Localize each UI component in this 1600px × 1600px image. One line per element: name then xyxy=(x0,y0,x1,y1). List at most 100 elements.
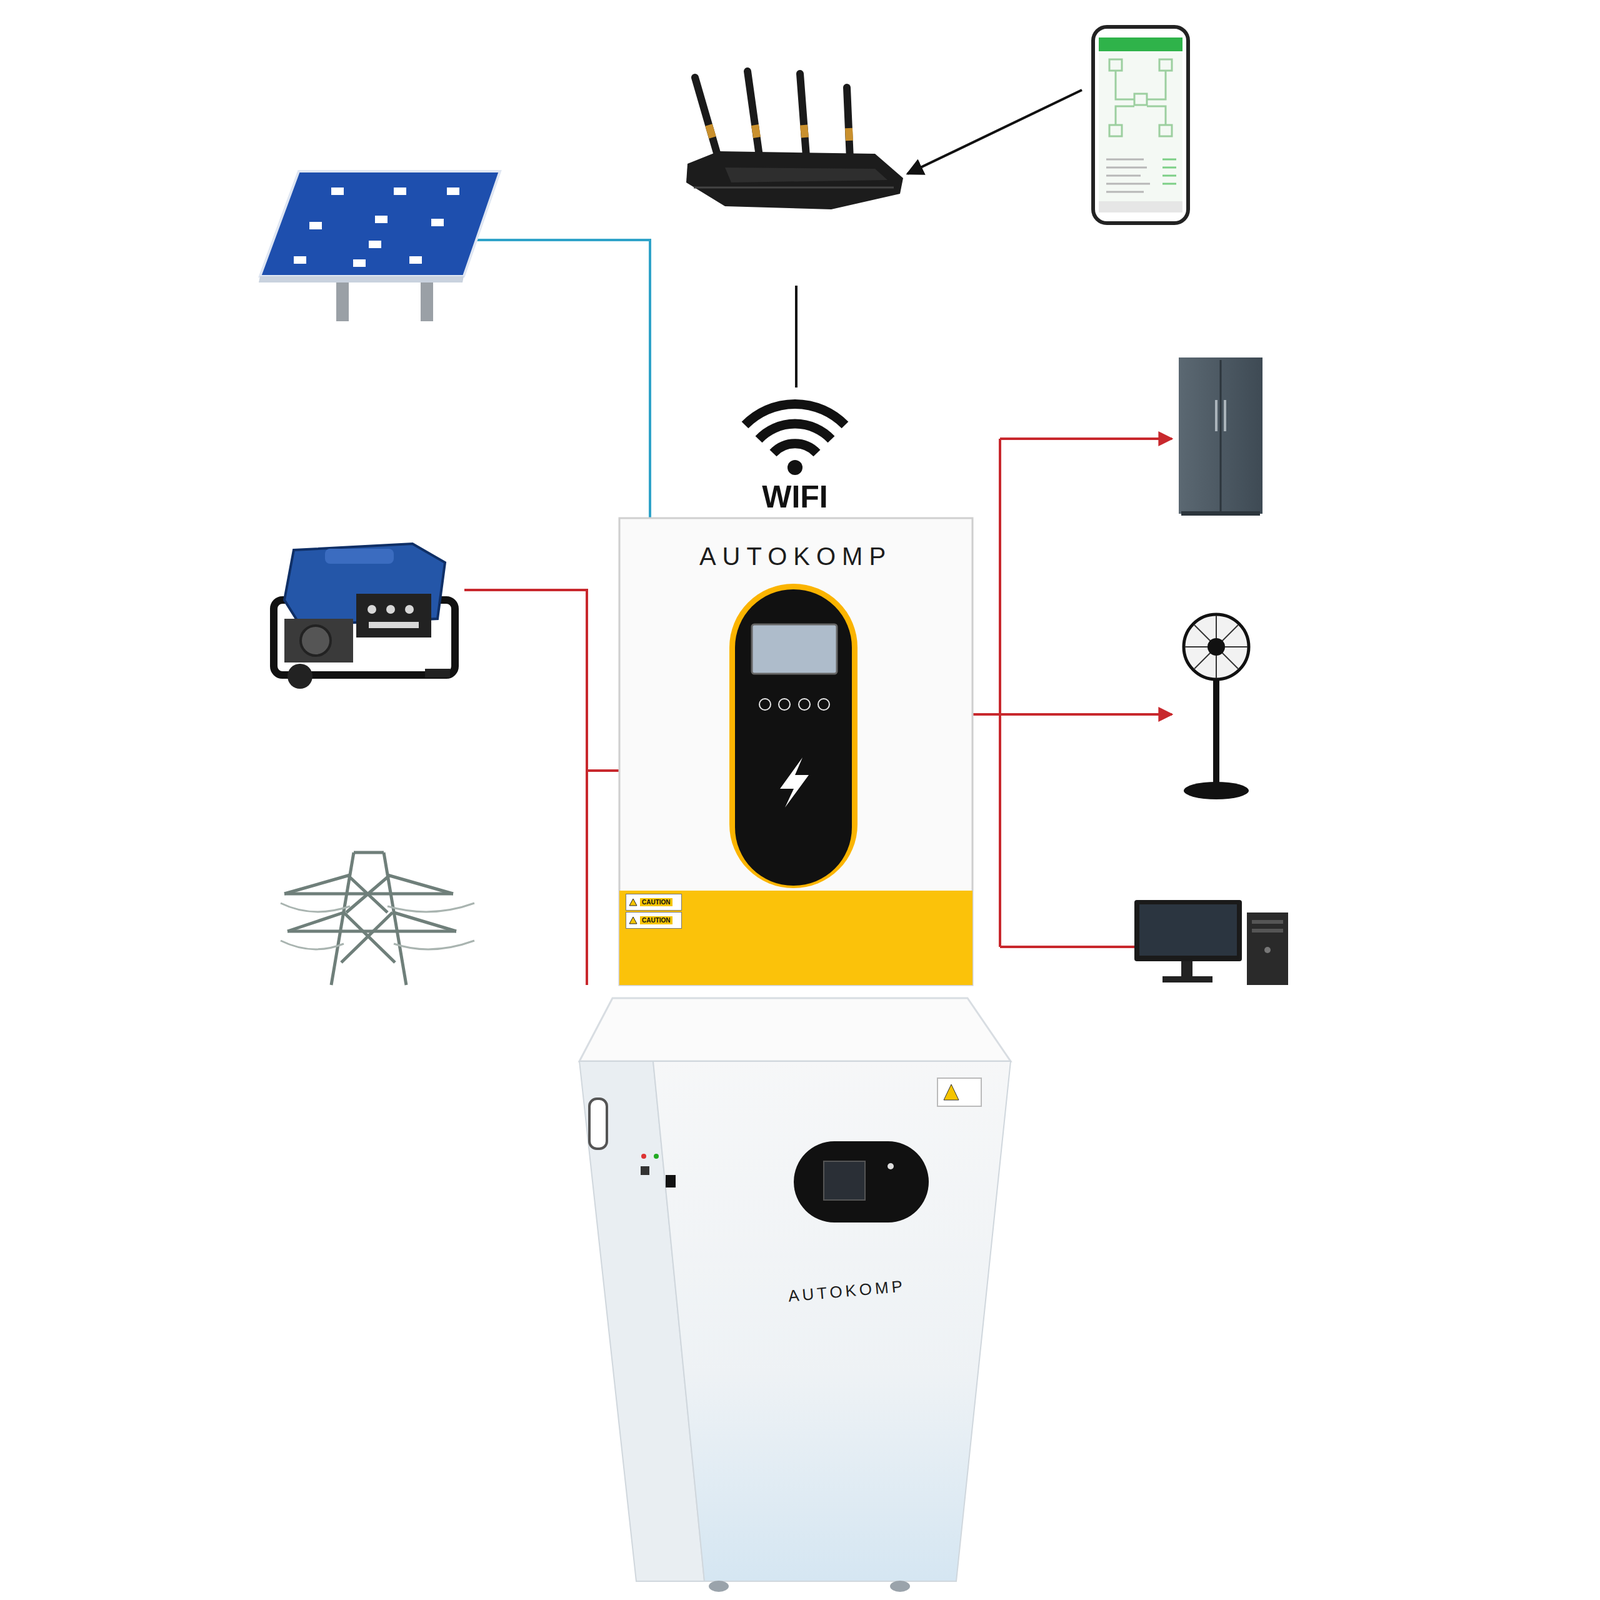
phone-part-part xyxy=(1115,70,1135,100)
solar-panel-part-part xyxy=(446,187,460,195)
battery-cabinet-part xyxy=(665,1175,676,1188)
electric-fan-part xyxy=(1183,781,1249,800)
generator-part-part xyxy=(386,605,395,614)
battery-cabinet-part xyxy=(937,1078,982,1107)
phone-part-part xyxy=(1162,183,1177,185)
phone-part xyxy=(1162,159,1177,184)
inverter-box: CAUTIONCAUTIONAUTOKOMP xyxy=(619,518,973,985)
phone xyxy=(1093,26,1189,224)
app-arrow xyxy=(907,90,1082,174)
solar-panel-part-part xyxy=(293,256,307,264)
electric-fan-part xyxy=(1185,615,1248,679)
phone-part xyxy=(1098,37,1183,52)
inverter-housing-part xyxy=(619,890,973,985)
generator-part xyxy=(425,668,450,678)
router xyxy=(686,71,904,210)
ac-output-wire xyxy=(972,438,1172,947)
inverter-housing-part xyxy=(619,518,973,985)
refrigerator-part xyxy=(1215,400,1218,432)
electric-fan-part xyxy=(1207,638,1225,656)
power-pylon-part xyxy=(387,875,454,894)
battery-cabinet-part xyxy=(589,1098,607,1149)
generator-part xyxy=(287,663,313,689)
electric-fan-part xyxy=(1183,614,1249,680)
router-part xyxy=(708,125,850,141)
app-arrow-part xyxy=(907,90,1082,174)
solar-panel-part-part xyxy=(375,215,388,224)
solar-panel-part xyxy=(293,187,460,267)
power-pylon-part xyxy=(284,875,350,894)
phone-part-part xyxy=(1106,183,1150,185)
warning-triangle xyxy=(629,916,637,924)
solar-panel-part xyxy=(260,171,500,277)
refrigerator-part xyxy=(1220,360,1222,512)
wifi-icon-part xyxy=(758,423,832,440)
desktop-computer-part xyxy=(1264,946,1271,954)
inverter-housing-part xyxy=(780,757,809,808)
router-part-part xyxy=(848,128,850,141)
phone-part-part xyxy=(1106,175,1141,177)
router-part xyxy=(686,151,904,210)
battery-cabinet-part xyxy=(640,1166,650,1175)
electric-fan-part-part xyxy=(1194,625,1239,669)
generator-part xyxy=(356,593,432,638)
power-pylon-part xyxy=(341,912,393,963)
ac-input-wire xyxy=(464,590,620,985)
solar-panel-part-part xyxy=(431,218,444,227)
wifi-icon-part xyxy=(787,460,803,475)
power-pylon xyxy=(280,852,475,985)
solar-panel-part-part xyxy=(393,187,407,195)
electric-fan-part xyxy=(1213,678,1220,785)
desktop-computer-part xyxy=(1251,928,1284,933)
inverter-housing-part-part xyxy=(759,698,771,710)
router-part-part xyxy=(800,73,807,157)
generator-part xyxy=(284,618,354,663)
electric-fan xyxy=(1183,614,1249,800)
router-part-part xyxy=(747,71,760,157)
router-part-part xyxy=(695,77,719,160)
generator-part xyxy=(300,625,331,656)
solar-panel-part-part xyxy=(353,259,366,267)
router-part xyxy=(693,186,894,189)
inverter-housing-part-part xyxy=(818,698,830,710)
pv-wire-part xyxy=(474,240,650,519)
desktop-computer-part xyxy=(1162,976,1213,983)
ac-output-wire-part xyxy=(1000,713,1172,716)
phone-part-part xyxy=(1159,59,1172,71)
desktop-computer-part xyxy=(1139,904,1237,956)
phone-part-part xyxy=(1109,59,1122,71)
inverter-housing-part xyxy=(735,589,852,886)
router-part xyxy=(725,167,888,183)
battery-cabinet-part xyxy=(653,1153,659,1159)
power-pylon-part xyxy=(387,903,475,912)
battery-cabinet xyxy=(579,998,1011,1592)
battery-cabinet-part xyxy=(708,1580,729,1592)
inverter-housing-part xyxy=(759,698,830,710)
battery-cabinet-part xyxy=(890,1580,910,1592)
power-pylon-part xyxy=(343,912,395,963)
battery-cabinet-part xyxy=(823,1161,865,1200)
caution-sticker: CAUTION xyxy=(625,911,682,929)
caution-text: CAUTION xyxy=(640,916,673,925)
phone-part-part xyxy=(1146,70,1166,100)
caution-sticker: CAUTION xyxy=(625,893,682,911)
ac-output-wire-part xyxy=(1000,437,1172,440)
desktop-computer-part xyxy=(1246,912,1289,985)
battery-cabinet-part xyxy=(793,1141,929,1223)
generator-part-part xyxy=(367,605,377,614)
phone-part-part xyxy=(1162,166,1177,169)
warning-icon xyxy=(628,898,638,907)
router-part xyxy=(695,71,850,160)
warning-icon xyxy=(628,916,638,925)
battery-cabinet-part xyxy=(579,998,1011,1062)
router-part-part xyxy=(708,125,713,138)
warning-triangle xyxy=(629,898,637,906)
solar-panel-part-part xyxy=(409,256,422,264)
brand-logo: AUTOKOMP xyxy=(787,1276,907,1306)
phone-part-part xyxy=(1159,125,1172,137)
inverter-housing-part xyxy=(729,583,858,889)
refrigerator-part xyxy=(1178,357,1263,514)
wifi-label: WIFI xyxy=(761,478,829,515)
power-pylon-part xyxy=(353,851,384,855)
